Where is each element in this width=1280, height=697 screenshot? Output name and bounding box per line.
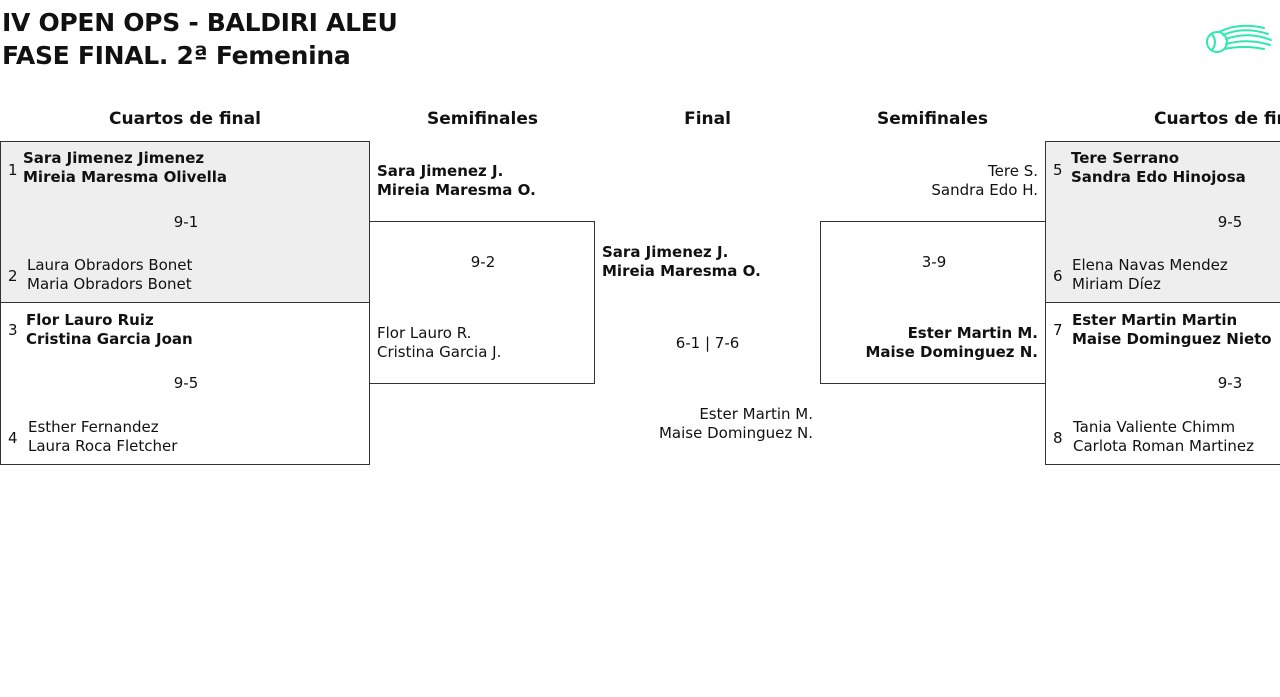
page-title: IV OPEN OPS - BALDIRI ALEU: [2, 8, 398, 37]
seed-number: 1: [8, 161, 18, 179]
team-player-name: Flor Lauro Ruiz: [26, 311, 154, 329]
column-header-semifinals-left: Semifinales: [427, 109, 538, 129]
match-score: 9-1: [173, 213, 199, 231]
team-player-name: Sara Jimenez Jimenez: [23, 149, 205, 167]
team-player-name: Ester Martin Martin: [1072, 311, 1238, 329]
column-header-semifinals-right: Semifinales: [877, 109, 988, 129]
column-header-quarterfinals-right-wrap: Cuartos de final: [1045, 109, 1280, 133]
seed-number: 7: [1053, 321, 1063, 339]
seed-number: 6: [1053, 267, 1063, 285]
team-player-name: Ester Martin M.: [907, 324, 1038, 342]
team-player-name: Laura Obradors Bonet: [27, 256, 193, 274]
page-subtitle: FASE FINAL. 2ª Femenina: [2, 41, 351, 70]
team-player-name: Maise Dominguez Nieto: [1072, 330, 1272, 348]
column-header-quarterfinals-left: Cuartos de final: [109, 109, 261, 129]
team-player-name: Mireia Maresma O.: [377, 181, 536, 199]
match-qf2: 3 Flor Lauro Ruiz Cristina Garcia Joan 9…: [0, 302, 370, 465]
team-player-name: Carlota Roman Martinez: [1073, 437, 1254, 455]
team-player-name: Sandra Edo H.: [931, 181, 1038, 199]
team-player-name: Sara Jimenez J.: [377, 162, 504, 180]
match-sf-left: 9-2 Flor Lauro R. Cristina Garcia J.: [369, 221, 595, 384]
match-score: 9-5: [1217, 213, 1243, 231]
team-player-name: Miriam Díez: [1072, 275, 1161, 293]
team-player-name: Maria Obradors Bonet: [27, 275, 192, 293]
team-player-name: Tania Valiente Chimm: [1073, 418, 1236, 436]
match-score: 9-2: [470, 253, 496, 271]
team-player-name: Ester Martin M.: [699, 405, 813, 423]
match-sf-right: 3-9 Ester Martin M. Maise Dominguez N.: [820, 221, 1046, 384]
seed-number: 4: [8, 429, 18, 447]
team-player-name: Tere S.: [988, 162, 1038, 180]
match-qf3: 5 Tere Serrano Sandra Edo Hinojosa 9-5 6…: [1045, 141, 1280, 303]
team-player-name: Cristina Garcia J.: [377, 343, 502, 361]
team-player-name: Mireia Maresma Olivella: [23, 168, 228, 186]
team-player-name: Maise Dominguez N.: [658, 424, 813, 442]
team-player-name: Laura Roca Fletcher: [28, 437, 178, 455]
match-score: 9-3: [1217, 374, 1243, 392]
team-player-name: Cristina Garcia Joan: [26, 330, 193, 348]
column-header-final: Final: [684, 109, 731, 129]
match-score: 9-5: [173, 374, 199, 392]
team-player-name: Mireia Maresma O.: [602, 262, 761, 280]
team-player-name: Maise Dominguez N.: [865, 343, 1038, 361]
team-player-name: Sara Jimenez J.: [602, 243, 729, 261]
team-player-name: Esther Fernandez: [28, 418, 159, 436]
team-player-name: Sandra Edo Hinojosa: [1071, 168, 1246, 186]
seed-number: 3: [8, 321, 18, 339]
seed-number: 5: [1053, 161, 1063, 179]
match-qf1: 1 Sara Jimenez Jimenez Mireia Maresma Ol…: [0, 141, 370, 303]
match-qf4: 7 Ester Martin Martin Maise Dominguez Ni…: [1045, 302, 1280, 465]
seed-number: 2: [8, 267, 18, 285]
final-score: 6-1 | 7-6: [675, 334, 740, 352]
seed-number: 8: [1053, 429, 1063, 447]
team-player-name: Elena Navas Mendez: [1072, 256, 1228, 274]
column-header-quarterfinals-right: Cuartos de final: [1154, 109, 1280, 129]
team-player-name: Flor Lauro R.: [377, 324, 472, 342]
tennis-ball-icon: [1204, 20, 1274, 60]
team-player-name: Tere Serrano: [1071, 149, 1180, 167]
match-score: 3-9: [921, 253, 947, 271]
